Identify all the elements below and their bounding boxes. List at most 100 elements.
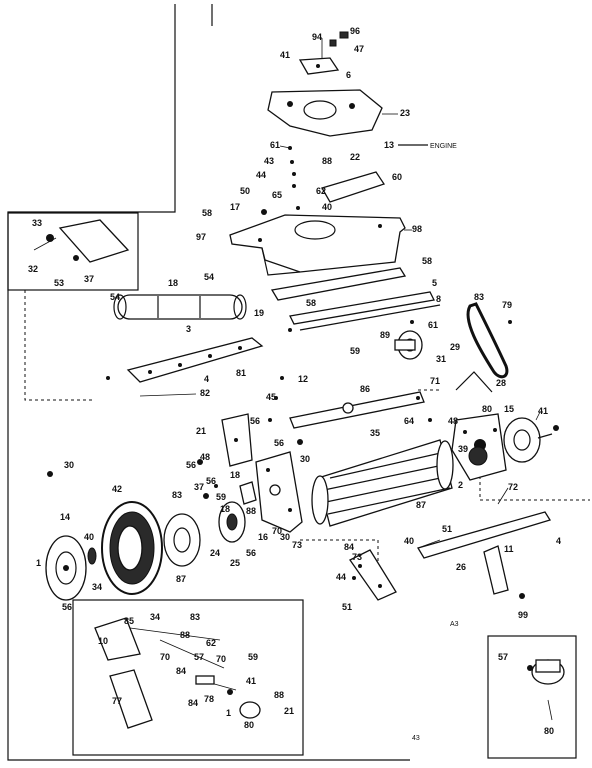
part-label: 28	[496, 378, 506, 388]
part-label: 62	[206, 638, 216, 648]
part-label: 39	[458, 444, 468, 454]
part-label: 59	[350, 346, 360, 356]
part-label: 11	[504, 544, 514, 554]
part-label: 53	[54, 278, 64, 288]
part-label: 26	[456, 562, 466, 572]
part-label: 59	[216, 492, 226, 502]
part-label: 12	[298, 374, 308, 384]
part-label: 30	[64, 460, 74, 470]
drive-wheel-tire	[101, 501, 163, 595]
part-number-labels: 94 96 41 47 6 23 61 43 44 22 88 60 50 65…	[28, 26, 561, 742]
part-label: 96	[350, 26, 360, 36]
part-label: 78	[204, 694, 214, 704]
footer-mark: 43	[412, 735, 420, 742]
idler-pulley	[394, 330, 423, 360]
part-label: 56	[250, 416, 260, 426]
part-label: 18	[220, 504, 230, 514]
part-label: 22	[350, 152, 360, 162]
part-label: 83	[474, 292, 484, 302]
part-label: 5	[432, 278, 437, 288]
reel-drive-shaft	[289, 391, 425, 429]
drive-gear-right	[503, 417, 553, 463]
part-label: 57	[194, 652, 204, 662]
part-label: 34	[92, 582, 102, 592]
part-label: 61	[270, 140, 280, 150]
cutter-bar-assembly	[270, 267, 441, 331]
part-label: 72	[508, 482, 518, 492]
part-label: 25	[230, 558, 240, 568]
part-label: 87	[416, 500, 426, 510]
part-label: 30	[300, 454, 310, 464]
part-label: 79	[502, 300, 512, 310]
part-label: 17	[230, 202, 240, 212]
part-label: 1	[36, 558, 41, 568]
part-label: 4	[204, 374, 209, 384]
part-label: 58	[306, 298, 316, 308]
part-label: 3	[186, 324, 191, 334]
page-code: A3	[450, 621, 459, 628]
part-label: 1	[226, 708, 231, 718]
part-label: 43	[264, 156, 274, 166]
pinion-gear	[468, 446, 488, 466]
part-label: 48	[200, 452, 210, 462]
part-label: 88	[246, 506, 256, 516]
part-label: 37	[194, 482, 204, 492]
bed-knife-bar	[126, 337, 264, 383]
part-label: 88	[274, 690, 284, 700]
throttle-bracket	[298, 31, 349, 75]
engine-label: ENGINE	[430, 143, 457, 150]
part-label: 58	[202, 208, 212, 218]
part-label: 65	[272, 190, 282, 200]
part-label: 88	[322, 156, 332, 166]
part-label: 62	[316, 186, 326, 196]
engine-callout: 13 ENGINE	[384, 140, 457, 150]
part-label: 54	[204, 272, 214, 282]
front-roller	[113, 294, 247, 320]
part-label: 34	[150, 612, 160, 622]
part-label: 21	[196, 426, 206, 436]
part-label: 97	[196, 232, 206, 242]
part-label: 47	[354, 44, 364, 54]
part-label: 6	[346, 70, 351, 80]
part-label: 4	[556, 536, 561, 546]
diagram-frames	[7, 4, 590, 761]
part-label: 19	[254, 308, 264, 318]
part-label: 31	[436, 354, 446, 364]
part-label: 32	[28, 264, 38, 274]
part-label: 8	[436, 294, 441, 304]
part-label: 37	[84, 274, 94, 284]
part-label: 23	[400, 108, 410, 118]
part-label: 10	[98, 636, 108, 646]
part-label: 41	[246, 676, 256, 686]
part-label: 45	[266, 392, 276, 402]
part-label: 14	[60, 512, 70, 522]
part-label: 48	[448, 416, 458, 426]
part-label: 58	[422, 256, 432, 266]
part-label: 2	[458, 480, 463, 490]
part-label: 21	[284, 706, 294, 716]
inset-box-bottom-right	[487, 635, 577, 759]
part-label: 89	[380, 330, 390, 340]
part-label: 82	[200, 388, 210, 398]
part-label: 81	[236, 368, 246, 378]
part-label: 70	[272, 526, 282, 536]
part-label: 88	[180, 630, 190, 640]
part-label: 64	[404, 416, 414, 426]
axle-washer	[87, 547, 97, 565]
inset-box-top-left	[7, 212, 139, 291]
clutch-lever	[349, 549, 397, 601]
left-side-plate	[221, 413, 253, 467]
part-label: 80	[544, 726, 554, 736]
part-label: 18	[230, 470, 240, 480]
part-label: 73	[352, 552, 362, 562]
part-label: 56	[274, 438, 284, 448]
part-label: 61	[428, 320, 438, 330]
part-label: 41	[538, 406, 548, 416]
handle-bracket-assembly	[417, 511, 552, 595]
part-label: 99	[518, 610, 528, 620]
part-label: 80	[482, 404, 492, 414]
part-label: 84	[188, 698, 198, 708]
tank-strap	[321, 171, 386, 203]
part-label: 15	[504, 404, 514, 414]
